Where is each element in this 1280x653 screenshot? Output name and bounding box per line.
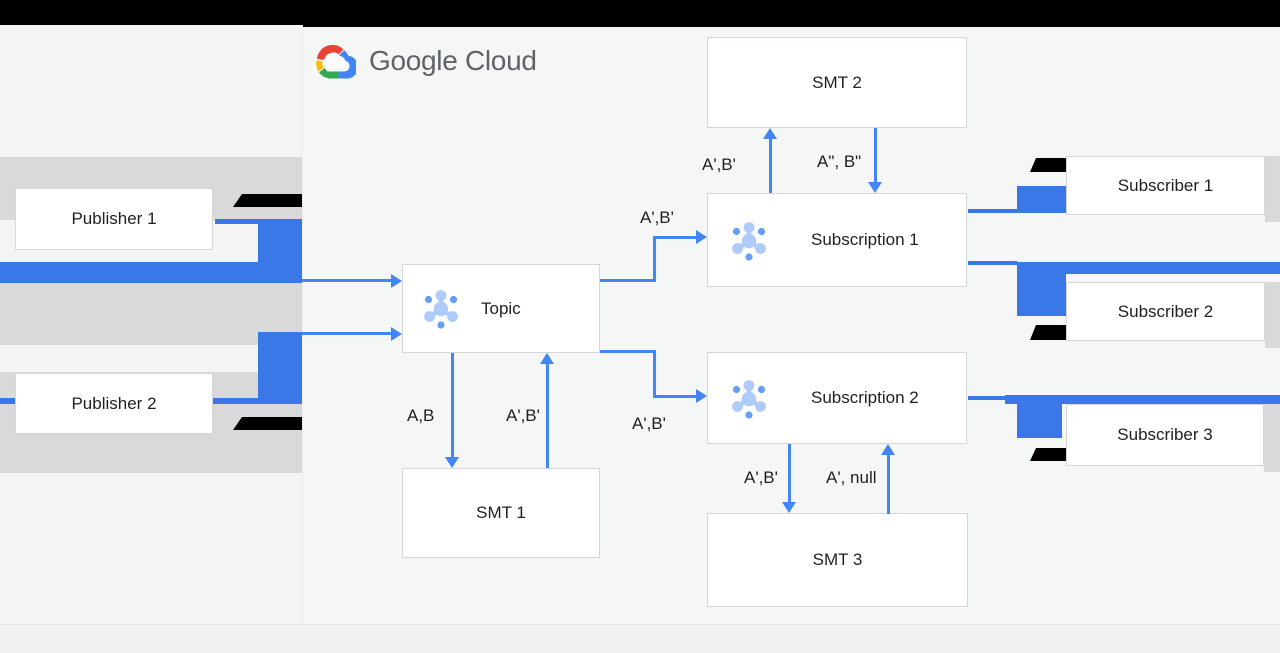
blue-overlay [258,219,302,283]
node-subscriber-3: Subscriber 3 [1066,404,1264,466]
node-subscription-1: Subscription 1 [707,193,967,287]
arrow-topic-sub1 [653,236,697,239]
pubsub-subscription-icon [732,221,766,261]
edge-label-sub1-smt2: A',B' [702,155,736,174]
gray-strip [1265,282,1280,348]
edge-label-sub2-smt3: A',B' [744,468,778,487]
gray-strip [1265,156,1280,222]
top-black-bar-right [302,0,1280,27]
redaction-bar [1030,158,1066,172]
arrow-topic-sub1 [653,236,656,282]
blue-overlay [1017,262,1066,316]
arrow-topic-sub1 [600,279,656,282]
blue-overlay [968,396,1005,400]
arrowhead-icon [696,230,707,244]
node-label: SMT 3 [812,550,863,569]
blue-overlay [1017,262,1280,274]
gray-band [0,283,302,345]
node-label: Subscriber 3 [1117,425,1213,444]
redaction-bar [1030,325,1066,340]
blue-overlay [215,219,258,224]
top-black-bar-left [0,0,302,25]
edge-label-topic-sub2: A',B' [632,414,666,433]
node-label: Publisher 2 [71,393,157,413]
blue-overlay [968,209,1017,213]
pubsub-subscription-icon [732,379,766,419]
node-topic: Topic [402,264,600,353]
node-subscriber-2: Subscriber 2 [1066,282,1265,341]
arrow-sub1-smt2 [769,137,772,193]
google-cloud-icon [316,44,356,79]
bottom-strip [0,624,1280,653]
google-cloud-logo: Google Cloud [310,42,537,79]
edge-label-topic-sub1: A',B' [640,208,674,227]
node-smt-2: SMT 2 [707,37,967,128]
arrow-topic-sub2 [653,350,656,398]
arrow-publisher1-topic [302,279,392,282]
arrowhead-icon [445,457,459,468]
node-label: Publisher 1 [71,209,157,228]
arrowhead-icon [782,502,796,513]
arrow-publisher2-topic [302,332,392,335]
node-subscriber-1: Subscriber 1 [1066,156,1265,215]
arrowhead-icon [540,353,554,364]
arrowhead-icon [391,327,402,341]
arrowhead-icon [391,274,402,288]
node-label: Subscription 2 [811,388,919,407]
redaction-bar [1030,448,1066,461]
pubsub-topic-icon [424,290,458,329]
node-label: Subscriber 2 [1117,301,1214,321]
edge-label-topic-smt1: A,B [407,406,435,425]
arrowhead-icon [881,444,895,455]
blue-overlay [1017,186,1066,213]
redaction-bar [233,194,302,207]
node-publisher-1: Publisher 1 [15,188,213,250]
node-subscription-2: Subscription 2 [707,352,967,444]
node-label: SMT 1 [476,503,526,522]
edge-label-smt2-sub1: A", B" [817,152,862,171]
edge-label-smt3-sub2: A', null [826,468,877,487]
node-label: Subscriber 1 [1117,175,1214,195]
blue-overlay [1017,398,1062,438]
arrow-topic-sub2 [600,350,656,353]
node-label: Topic [481,298,521,318]
arrow-topic-sub2 [653,395,697,398]
arrowhead-icon [696,389,707,403]
arrow-smt3-sub2 [887,453,890,514]
arrow-smt1-topic [546,362,549,468]
arrow-smt2-sub1 [874,128,877,183]
blue-overlay [0,262,258,283]
redaction-bar [233,417,302,430]
gray-strip [1264,404,1280,472]
node-publisher-2: Publisher 2 [15,373,213,434]
arrowhead-icon [763,128,777,139]
node-smt-1: SMT 1 [402,468,600,558]
blue-overlay [1005,395,1280,404]
arrow-sub2-smt3 [788,444,791,503]
blue-overlay [258,332,302,404]
blue-overlay [968,261,1017,265]
arrow-topic-smt1 [451,353,454,457]
edge-label-smt1-topic: A',B' [506,406,540,425]
node-label: Subscription 1 [811,230,919,249]
arrowhead-icon [868,182,882,193]
node-smt-3: SMT 3 [707,513,968,607]
google-cloud-logo-text: Google Cloud [369,44,537,76]
node-label: SMT 2 [812,72,862,92]
